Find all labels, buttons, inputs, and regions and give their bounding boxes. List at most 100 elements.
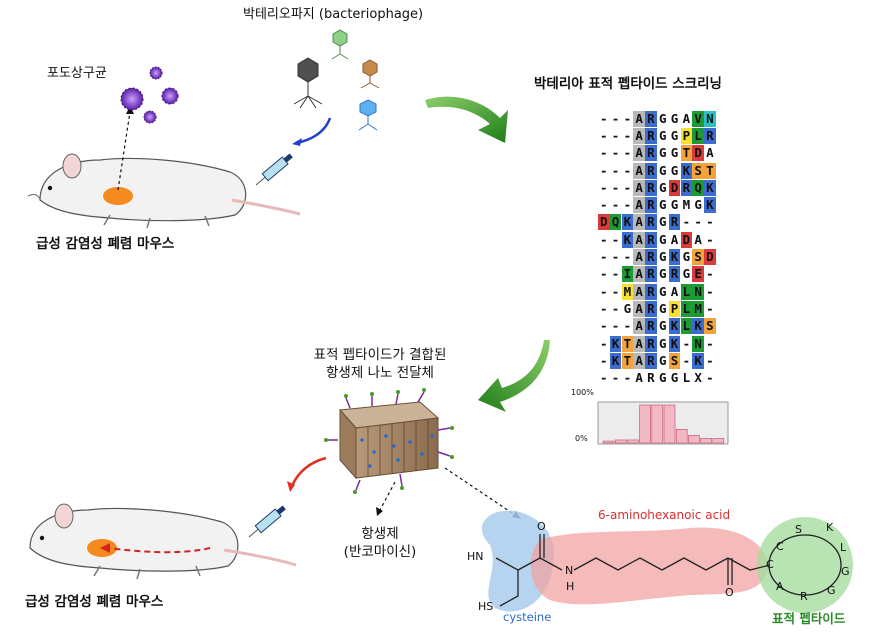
residue-cell: K [668,335,681,352]
residue-cell: N [692,283,704,300]
atom-hs: HS [478,600,494,613]
logo-bar [614,439,627,444]
logo-bar [651,404,664,444]
residue-cell: R [645,214,657,231]
residue-cell: T [621,352,634,369]
residue-cell: T [704,162,716,179]
residue-cell: - [623,145,632,161]
residue-cell: - [611,197,620,213]
residue-cell: K [621,231,634,248]
residue-cell: L [680,318,693,335]
residue-cell: G [682,249,691,265]
residue-cell: K [668,318,681,335]
residue-cell: - [623,249,632,265]
residue-cell: G [670,370,679,386]
ring-residue: G [841,565,850,578]
residue-cell: - [706,352,714,368]
label-nano-line2: 항생제 나노 전달체 [326,365,434,381]
residue-cell: - [599,231,608,247]
residue-cell: - [599,352,608,368]
residue-cell: R [668,214,681,231]
residue-cell: P [668,300,681,317]
dotted-link-staph [117,111,131,191]
residue-cell: - [623,127,632,143]
ring-residue: S [795,523,802,536]
residue-cell: G [670,145,679,161]
phage-gray [293,57,323,109]
atom-o-2: O [725,586,734,599]
ring-residue: A [776,580,784,593]
label-nano-line1: 표적 펩타이드가 결합된 [313,347,447,363]
residue-cell: A [633,231,645,248]
residue-cell: R [647,370,655,386]
residue-cell: G [658,162,667,178]
phage-blue [358,99,378,131]
label-mouse-top: 급성 감염성 폐렴 마우스 [36,236,175,252]
residue-cell: - [623,179,632,195]
residue-cell: M [621,283,634,300]
residue-cell: - [611,249,620,265]
residue-cell: - [599,318,608,334]
residue-cell: K [668,249,681,266]
residue-cell: R [645,145,657,162]
logo-bar [602,440,615,444]
residue-cell: G [658,110,667,126]
residue-cell: D [692,145,704,162]
residue-cell: - [694,214,702,230]
ring-residue: C [776,540,784,553]
residue-cell: A [633,214,645,231]
residue-cell: G [682,266,691,282]
residue-cell: K [704,179,716,196]
residue-cell: L [692,127,704,144]
residue-cell: - [623,162,632,178]
label-mouse-bottom: 급성 감염성 폐렴 마우스 [25,594,164,610]
residue-cell: V [692,110,704,127]
residue-cell: R [645,162,657,179]
infection-site-top [103,187,133,205]
residue-cell: - [611,266,620,282]
residue-cell: K [704,197,716,214]
ring-residue: K [826,521,834,534]
residue-cell: - [599,370,608,386]
residue-cell: A [706,145,714,161]
residue-cell: - [599,145,608,161]
residue-cell: Q [692,179,704,196]
residue-cell: N [692,335,704,352]
residue-cell: - [599,179,608,195]
residue-cell: - [706,266,714,282]
residue-cell: T [621,335,634,352]
residue-cell: G [670,162,679,178]
residue-cell: - [611,318,620,334]
logo-bar [712,438,725,444]
residue-cell: A [633,300,645,317]
residue-cell: G [670,197,679,213]
phage-green [331,29,349,60]
residue-cell: - [611,110,620,126]
ring-residue: L [840,541,847,554]
residue-cell: A [670,231,679,247]
arrow-to-nanocarrier [478,340,550,412]
residue-cell: R [645,352,657,369]
residue-cell: K [692,318,704,335]
residue-cell: A [633,197,645,214]
logo-bar [688,435,700,444]
residue-cell: - [706,231,714,247]
ring-residue: R [800,590,808,603]
residue-cell: M [682,197,691,213]
residue-cell: - [706,370,714,386]
residue-cell: R [645,231,657,248]
residue-cell: K [692,352,704,369]
residue-cell: - [611,127,620,143]
nanocarrier-icon [324,388,454,494]
residue-cell: D [598,214,610,231]
chem-structure [481,510,853,613]
residue-cell: A [633,318,645,335]
